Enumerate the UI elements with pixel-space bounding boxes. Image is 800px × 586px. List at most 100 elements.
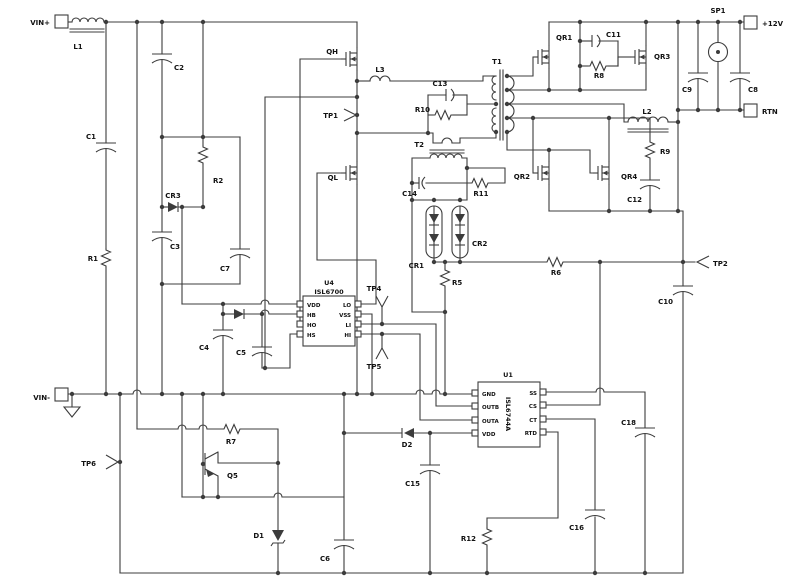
junction-dots	[69, 19, 743, 576]
label-t2: T2	[414, 141, 424, 149]
label-u1: U1	[503, 371, 513, 379]
label-r8: R8	[594, 72, 604, 80]
diode-d2	[401, 428, 414, 438]
transistor-q5	[203, 451, 279, 498]
labels: VIN+ +12V RTN VIN- L1 C1 C2 R1 CR3 R2 C3…	[30, 7, 783, 563]
u1-pin-outb: OUTB	[482, 405, 499, 411]
label-tp6: TP6	[81, 460, 96, 468]
label-cr2: CR2	[472, 240, 488, 248]
mosfet-qr4	[592, 160, 610, 186]
u1-part-label: ISL6744A	[504, 397, 512, 431]
label-c7: C7	[220, 265, 230, 273]
label-rtn: RTN	[762, 108, 778, 116]
label-u4-part: ISL6700	[314, 288, 344, 296]
mosfet-ql	[340, 160, 358, 186]
label-qr3: QR3	[654, 53, 670, 61]
terminal-rtn	[743, 103, 758, 118]
label-r10: R10	[415, 106, 430, 114]
label-12v: +12V	[762, 20, 784, 28]
label-c12: C12	[627, 196, 642, 204]
zener-d1	[270, 530, 286, 547]
label-r7: R7	[226, 438, 236, 446]
label-l2: L2	[642, 108, 651, 116]
label-c6: C6	[320, 555, 330, 563]
dual-diode-cr2	[451, 205, 469, 259]
u4-pin-hs: HS	[307, 333, 316, 339]
label-q5: Q5	[227, 472, 238, 480]
testpoint-tp6	[105, 454, 120, 470]
u1-pin-gnd: GND	[482, 392, 496, 398]
u1-pin-cs: CS	[529, 404, 537, 410]
testpoint-tp1	[343, 108, 358, 122]
label-r6: R6	[551, 269, 561, 277]
u4-pin-lo: LO	[343, 303, 351, 309]
label-vin-minus: VIN-	[33, 394, 50, 402]
u4-pin-hb: HB	[307, 313, 316, 319]
wires	[62, 17, 751, 574]
label-r1: R1	[88, 255, 98, 263]
label-c14: C14	[402, 190, 417, 198]
u1-pin-outa: OUTA	[482, 419, 499, 425]
label-d1: D1	[253, 532, 264, 540]
ic-u4: VDD HB HO HS LO VSS LI HI	[296, 295, 362, 347]
u4-pin-hi: HI	[344, 333, 351, 339]
testpoint-tp2	[695, 255, 710, 269]
label-l3: L3	[375, 66, 384, 74]
dual-diode-cr1	[425, 205, 443, 259]
label-c1: C1	[86, 133, 96, 141]
label-vin-plus: VIN+	[30, 19, 50, 27]
label-qr4: QR4	[621, 173, 637, 181]
label-r12: R12	[461, 535, 476, 543]
label-qr2: QR2	[514, 173, 530, 181]
label-c11: C11	[606, 31, 621, 39]
u4-pin-li: LI	[345, 323, 351, 329]
diode-boot	[234, 309, 245, 319]
label-cr1: CR1	[409, 262, 425, 270]
label-cr3: CR3	[165, 192, 181, 200]
label-r9: R9	[660, 148, 670, 156]
mosfet-qr1	[532, 44, 550, 70]
u1-pin-vdd: VDD	[482, 432, 496, 438]
label-tp4: TP4	[367, 285, 382, 293]
label-sp1: SP1	[710, 7, 725, 15]
label-c4: C4	[199, 344, 209, 352]
label-l1: L1	[73, 43, 82, 51]
label-r11: R11	[473, 190, 488, 198]
label-c2: C2	[174, 64, 184, 72]
diode-cr3	[168, 202, 179, 212]
label-ql: QL	[328, 174, 339, 182]
label-qr1: QR1	[556, 34, 572, 42]
u4-pin-vss: VSS	[339, 313, 351, 319]
terminal-vin-minus	[54, 387, 69, 402]
label-c15: C15	[405, 480, 420, 488]
label-u4: U4	[324, 279, 334, 287]
u4-pin-vdd: VDD	[307, 303, 321, 309]
label-c5: C5	[236, 349, 246, 357]
u1-pin-ss: SS	[529, 391, 537, 397]
u1-pin-ct: CT	[529, 418, 537, 424]
mosfet-qr2	[532, 160, 550, 186]
terminal-vin-plus	[54, 14, 69, 29]
mosfet-qh	[340, 46, 358, 72]
terminal-12v	[743, 15, 758, 30]
label-c3: C3	[170, 243, 180, 251]
label-c10: C10	[658, 298, 673, 306]
testpoint-tp4	[375, 295, 389, 309]
jack-sp1	[707, 41, 729, 63]
label-c16: C16	[569, 524, 584, 532]
label-r5: R5	[452, 279, 462, 287]
label-qh: QH	[326, 48, 338, 56]
label-r2: R2	[213, 177, 223, 185]
testpoint-tp5	[375, 346, 389, 360]
label-c18: C18	[621, 419, 636, 427]
ic-u1: GND OUTB OUTA VDD SS CS CT RTD ISL6744A	[471, 381, 547, 448]
label-tp2: TP2	[713, 260, 728, 268]
mosfet-qr3	[629, 44, 647, 70]
label-tp5: TP5	[367, 363, 382, 371]
u4-pin-ho: HO	[307, 323, 317, 329]
label-tp1: TP1	[323, 112, 338, 120]
label-c9: C9	[682, 86, 692, 94]
label-c8: C8	[748, 86, 758, 94]
